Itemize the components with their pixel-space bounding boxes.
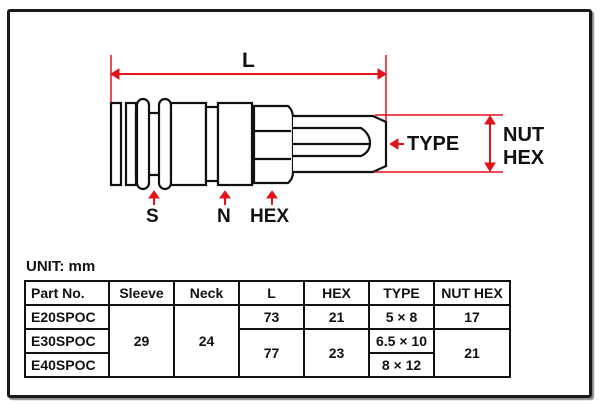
table-header-row: Part No. Sleeve Neck L HEX TYPE NUT HEX [24, 280, 511, 306]
part-pointers [148, 190, 278, 205]
cell-nut-hex: 21 [433, 328, 511, 378]
sleeve-label: S [146, 206, 159, 227]
neck [216, 101, 254, 187]
cell-part-no: E40SPOC [24, 352, 110, 378]
nut-hex-label-line2: HEX [503, 147, 545, 169]
cell-sleeve: 29 [108, 304, 175, 378]
cell-hex: 21 [303, 304, 370, 330]
header-nut-hex: NUT HEX [433, 280, 511, 306]
header-part-no: Part No. [24, 280, 110, 306]
hex-body [252, 104, 295, 185]
sleeve-ring [135, 97, 151, 191]
arrow-left-icon [110, 68, 120, 80]
arrow-up-icon [266, 190, 278, 199]
arrow-down-icon [484, 162, 496, 172]
spec-table: Part No. Sleeve Neck L HEX TYPE NUT HEX … [24, 280, 511, 378]
header-sleeve: Sleeve [108, 280, 175, 306]
table-row: E40SPOC 8 × 12 [24, 352, 510, 378]
neck-gap [204, 105, 220, 183]
end-ring [124, 101, 138, 187]
cell-type: 5 × 8 [368, 304, 435, 330]
header-neck: Neck [173, 280, 240, 306]
cell-part-no: E20SPOC [24, 304, 110, 330]
header-hex: HEX [303, 280, 370, 306]
header-l: L [238, 280, 305, 306]
cell-type: 6.5 × 10 [368, 328, 435, 354]
unit-label: UNIT: mm [26, 258, 96, 275]
cell-part-no: E30SPOC [24, 328, 110, 354]
sleeve-ring [157, 97, 173, 191]
cell-hex: 23 [303, 328, 370, 378]
arrow-up-icon [484, 115, 496, 125]
cell-neck: 24 [173, 304, 240, 378]
table-row: E20SPOC 29 24 73 21 5 × 8 17 [24, 304, 511, 378]
nut-hex-label-line1: NUT [503, 124, 545, 146]
arrow-up-icon [219, 190, 231, 199]
cell-l: 77 [238, 328, 305, 378]
type-pointer [389, 138, 404, 150]
hex-label: HEX [250, 206, 290, 227]
sleeve-body [169, 101, 208, 187]
neck-label: N [217, 206, 231, 227]
table-row: E30SPOC 77 23 6.5 × 10 21 [24, 328, 511, 378]
header-type: TYPE [368, 280, 435, 306]
cell-l: 73 [238, 304, 305, 330]
nut-hex-dimension [375, 114, 503, 173]
arrow-left-icon [389, 138, 399, 150]
cell-nut-hex: 17 [433, 304, 511, 330]
length-label: L [242, 49, 255, 72]
cell-type: 8 × 12 [368, 352, 435, 378]
type-label: TYPE [407, 133, 460, 155]
arrow-right-icon [377, 68, 387, 80]
drawing-frame [7, 9, 592, 398]
arrow-up-icon [148, 190, 160, 199]
end-ring [109, 101, 123, 187]
coupler-body [109, 97, 388, 191]
